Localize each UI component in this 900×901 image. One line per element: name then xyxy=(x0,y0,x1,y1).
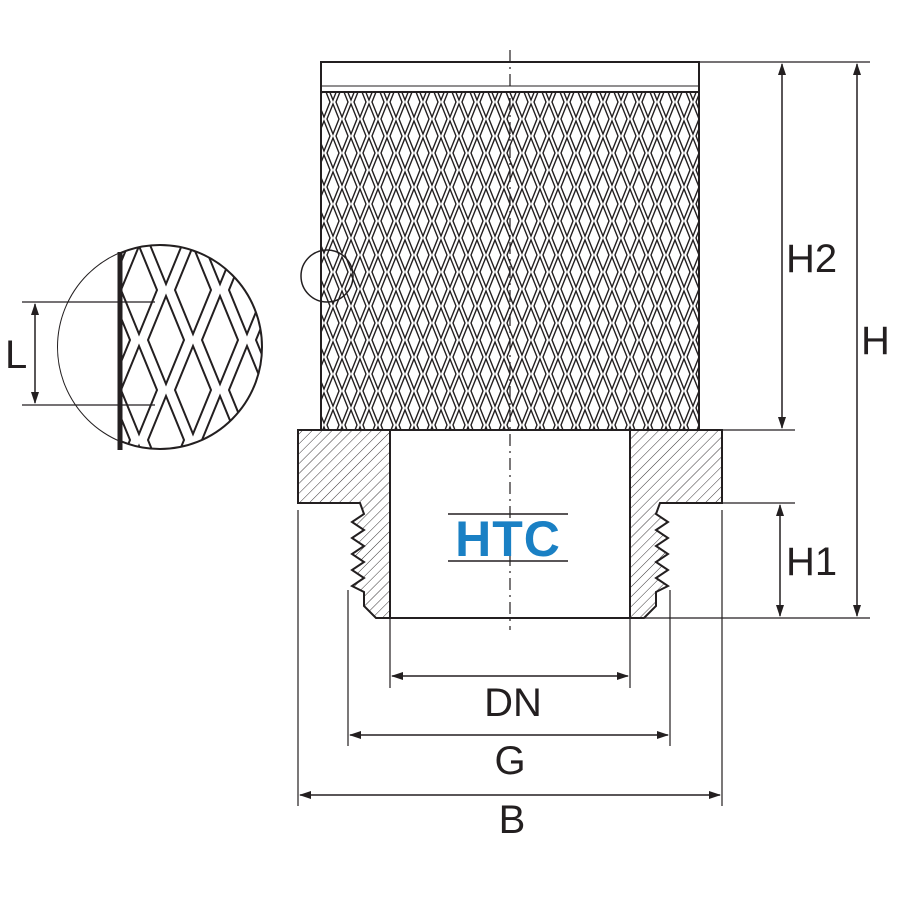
height-dimensions: H2 H H1 xyxy=(644,61,890,619)
detail-callout-circle xyxy=(300,249,354,303)
logo-text: HTC xyxy=(455,511,561,567)
base-right-section xyxy=(629,429,723,619)
h-label: H xyxy=(861,319,890,363)
g-label: G xyxy=(494,739,525,783)
htc-logo: HTC xyxy=(448,511,568,567)
base-left-section xyxy=(297,429,391,619)
h2-label: H2 xyxy=(786,237,837,281)
h1-label: H1 xyxy=(786,540,837,584)
b-label: B xyxy=(499,798,526,842)
l-label: L xyxy=(5,333,27,377)
threaded-base xyxy=(297,429,723,619)
width-dimensions: DN G B xyxy=(297,510,723,842)
dn-label: DN xyxy=(484,681,542,725)
mesh-basket xyxy=(300,61,700,431)
mesh-detail-view: L xyxy=(5,244,263,450)
